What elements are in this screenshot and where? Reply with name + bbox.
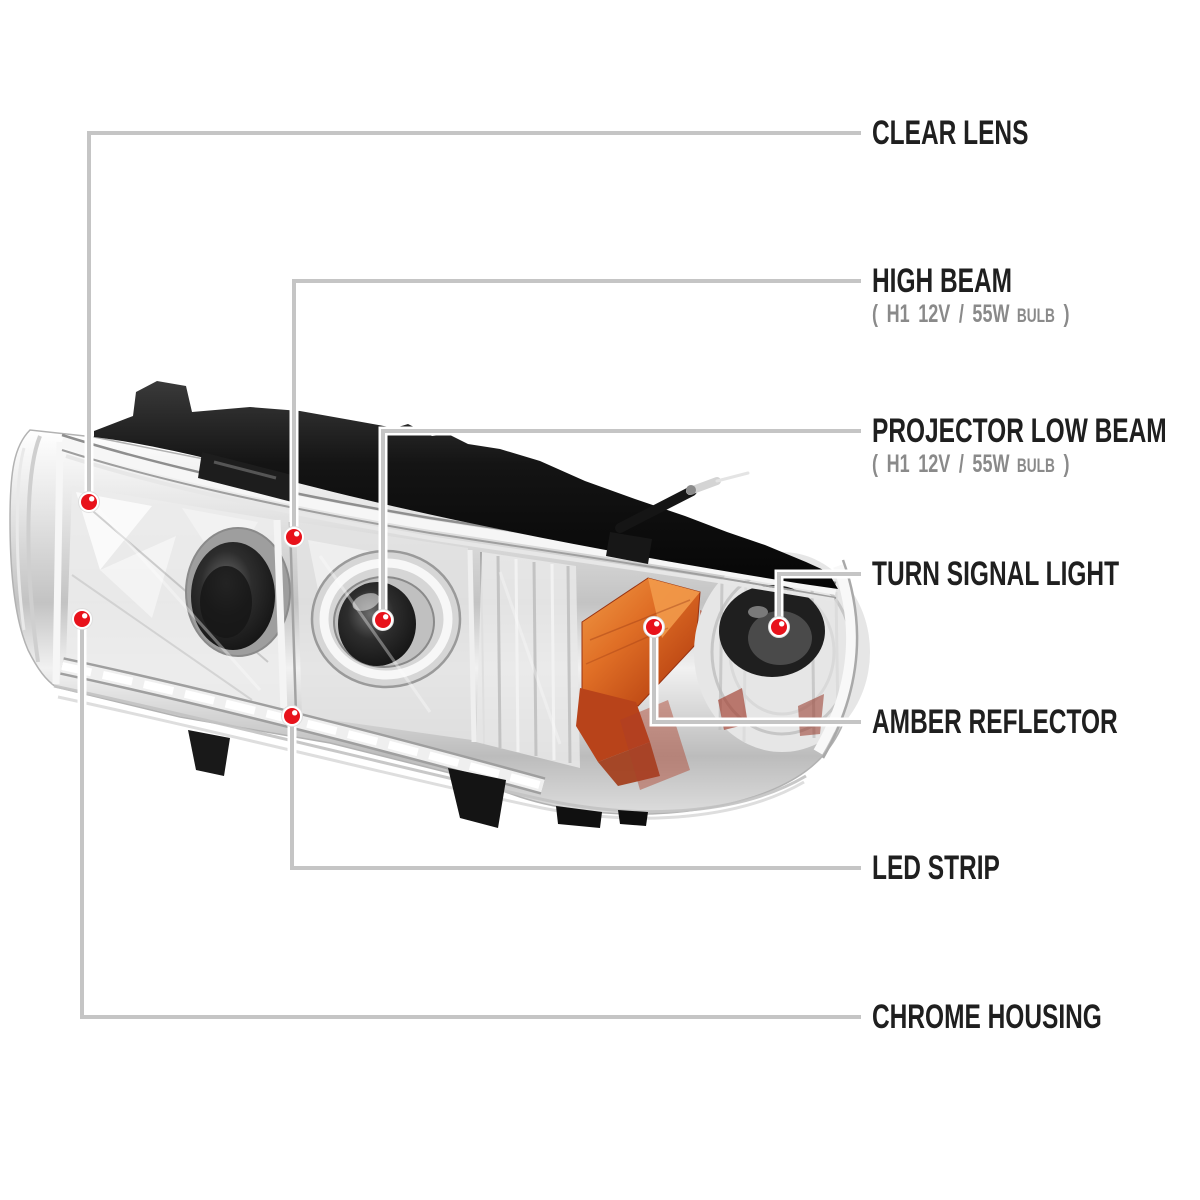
rim-clip <box>606 532 652 564</box>
lens-divider <box>288 521 298 715</box>
leader-line-high-beam <box>292 279 861 537</box>
bottom-rim-ridge <box>57 695 805 820</box>
turn-signal-bulb <box>748 611 812 665</box>
high-beam-bulb-dark <box>200 566 252 638</box>
adjuster-rod <box>615 486 697 533</box>
led-strip-segments <box>61 662 545 790</box>
lens-sparkle-line <box>88 498 262 692</box>
rim-bottom-edge <box>61 449 837 599</box>
bottom-rim-ridge <box>53 684 807 814</box>
leader-line-clear-lens <box>87 131 861 502</box>
left-cap-highlight <box>52 441 64 685</box>
callout-dot-projector-low-beam <box>372 609 394 631</box>
projector-glint <box>352 593 380 611</box>
right-rim-edge <box>821 559 859 759</box>
callout-dot-turn-signal-light <box>768 616 790 638</box>
right-rim-highlight <box>813 564 857 755</box>
lens-divider <box>467 549 477 743</box>
rib-line <box>566 565 572 764</box>
leader-line-amber-reflector <box>652 627 861 724</box>
black-housing-top <box>94 381 838 589</box>
bottom-tab <box>188 730 230 776</box>
headlight-illustration <box>9 381 870 828</box>
rim-clip-detail <box>213 460 277 480</box>
rib-line <box>532 561 538 757</box>
lens-divider <box>273 519 288 713</box>
bottom-tab <box>618 810 648 826</box>
callout-dot-amber-reflector <box>643 616 665 638</box>
rib-line <box>550 563 556 761</box>
lens-top-edge <box>65 454 835 602</box>
adjuster-rod-wire <box>715 471 750 483</box>
leader-line-chrome-housing <box>80 619 861 1019</box>
leader-line-led-strip <box>290 716 861 870</box>
left-cap-rib <box>15 447 26 631</box>
callout-dot-chrome-housing <box>71 608 93 630</box>
left-cap-rib <box>26 435 42 663</box>
callout-dots <box>71 491 790 727</box>
callout-dot-clear-lens <box>78 491 100 513</box>
turn-signal-glint <box>748 606 768 618</box>
leader-lines <box>77 128 861 1022</box>
leader-line-projector-low-beam <box>381 429 861 620</box>
facet-line <box>71 574 253 701</box>
leader-line-turn-signal-light <box>777 572 861 627</box>
adjuster-rod-collar <box>686 485 696 495</box>
callout-dot-led-strip <box>281 705 303 727</box>
amber-texture-line <box>589 599 691 641</box>
lens-sparkle-line <box>498 571 562 745</box>
lens-sparkle <box>76 492 152 570</box>
lens-sparkle <box>100 536 176 618</box>
ribbed-chamber <box>476 552 580 768</box>
lens-sparkle-line <box>318 555 432 713</box>
amber-reflector-tip <box>598 742 660 786</box>
bottom-tab <box>448 768 506 828</box>
amber-reflector-lower <box>576 688 650 762</box>
callout-dot-high-beam <box>283 526 305 548</box>
bottom-tab <box>556 806 602 828</box>
rib-line <box>514 558 520 753</box>
rib-line <box>496 555 502 749</box>
